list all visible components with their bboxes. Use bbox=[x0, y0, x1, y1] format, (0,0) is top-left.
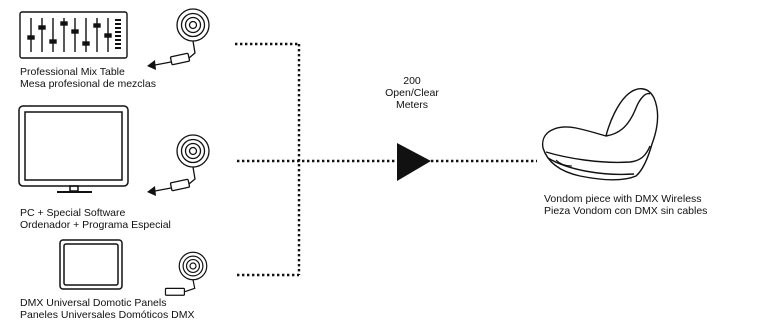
wireless-transmitter-icon bbox=[146, 8, 210, 71]
wireless-transmitter-icon bbox=[146, 134, 210, 197]
wireless-transmitter-icon bbox=[164, 251, 208, 296]
target-label-en: Vondom piece with DMX Wireless bbox=[544, 193, 702, 205]
mix-table-label-es: Mesa profesional de mezclas bbox=[20, 78, 156, 90]
pc-software-label-es: Ordenador + Programa Especial bbox=[20, 219, 171, 231]
touch-panel-icon bbox=[59, 239, 123, 290]
pc-software-label-en: PC + Special Software bbox=[20, 207, 126, 219]
signal-arrow-icon bbox=[397, 143, 431, 181]
lounge-chair-icon bbox=[542, 88, 659, 181]
mixing-console-icon bbox=[19, 11, 128, 59]
domotic-panel-label-es: Paneles Universales Domóticos DMX bbox=[20, 309, 195, 321]
range-condition: Open/Clear bbox=[385, 87, 439, 99]
monitor-icon bbox=[18, 105, 129, 193]
range-value: 200 bbox=[403, 75, 421, 87]
domotic-panel-label-en: DMX Universal Domotic Panels bbox=[20, 297, 167, 309]
dotted-connectors bbox=[235, 42, 537, 277]
target-label-es: Pieza Vondom con DMX sin cables bbox=[544, 205, 708, 217]
mix-table-label-en: Professional Mix Table bbox=[20, 66, 125, 78]
range-unit: Meters bbox=[395, 99, 429, 111]
